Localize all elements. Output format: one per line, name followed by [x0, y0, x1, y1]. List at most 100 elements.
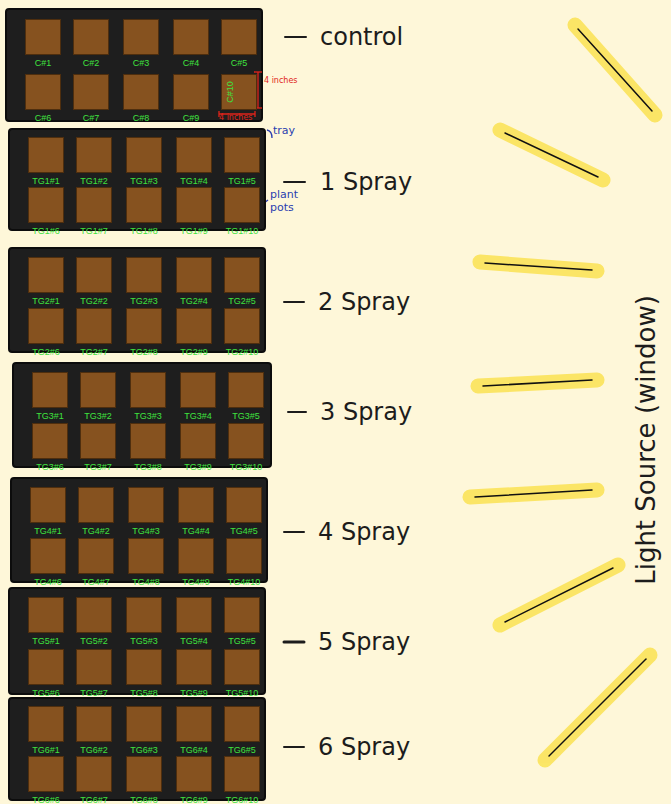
plant-pot: C#9 [173, 74, 209, 110]
pot-label: TG5#1 [32, 636, 60, 646]
plant-pot: TG2#1 [28, 257, 64, 293]
pot-label: TG6#3 [130, 745, 158, 755]
pot-label: TG2#2 [80, 296, 108, 306]
pot-label: C#3 [133, 58, 150, 68]
plant-pot: TG5#5 [224, 597, 260, 633]
plant-pot: TG6#3 [126, 706, 162, 742]
pot-label: TG2#7 [80, 347, 108, 357]
plant-pot: TG5#8 [126, 649, 162, 685]
plant-pot: TG4#4 [178, 487, 214, 523]
pot-label: TG6#10 [226, 795, 259, 804]
pot-label: TG6#8 [130, 795, 158, 804]
plant-pot: TG4#5 [226, 487, 262, 523]
pot-label: TG2#1 [32, 296, 60, 306]
plant-pot: TG5#1 [28, 597, 64, 633]
plant-pot: TG2#7 [76, 308, 112, 344]
pot-label: TG1#9 [180, 226, 208, 236]
dimension-line [257, 72, 258, 108]
plant-pot: TG1#9 [176, 187, 212, 223]
pot-label: TG2#10 [226, 347, 259, 357]
light-source-label: Light Source (window) [631, 295, 661, 585]
plant-pot: TG5#3 [126, 597, 162, 633]
plant-pot: TG3#6 [32, 423, 68, 459]
pot-label: TG1#1 [32, 176, 60, 186]
plant-pot: TG3#1 [32, 372, 68, 408]
plant-pot: TG6#10 [224, 756, 260, 792]
plant-pot: TG4#9 [178, 538, 214, 574]
pot-label: TG4#3 [132, 526, 160, 536]
pot-label: C#4 [183, 58, 200, 68]
pot-label: C#2 [83, 58, 100, 68]
plant-pot: TG1#2 [76, 137, 112, 173]
pot-label: TG4#4 [182, 526, 210, 536]
pot-label: TG3#6 [36, 462, 64, 472]
pot-label: TG2#8 [130, 347, 158, 357]
dimension-label: 4 inches [219, 113, 252, 122]
annotation-label: tray [273, 124, 295, 137]
plant-pot: TG2#3 [126, 257, 162, 293]
plant-pot: TG5#10 [224, 649, 260, 685]
plant-pot: TG4#8 [128, 538, 164, 574]
pot-label: TG6#9 [180, 795, 208, 804]
plant-pot: TG1#4 [176, 137, 212, 173]
pot-label: C#9 [183, 113, 200, 123]
plant-pot: TG3#3 [130, 372, 166, 408]
tray: 1 SprayTG1#1TG1#2TG1#3TG1#4TG1#5TG1#6TG1… [8, 128, 266, 231]
tray: 5 SprayTG5#1TG5#2TG5#3TG5#4TG5#5TG5#6TG5… [8, 587, 266, 695]
pot-label: TG4#2 [82, 526, 110, 536]
dimension-line [254, 111, 255, 117]
pot-label: C#5 [231, 58, 248, 68]
plant-pot: TG2#6 [28, 308, 64, 344]
ray-glow [470, 25, 655, 760]
plant-pot: TG5#4 [176, 597, 212, 633]
group-label: 4 Spray [318, 518, 410, 546]
pot-label: C#10 [225, 81, 235, 103]
pot-label: TG3#2 [84, 411, 112, 421]
pot-label: TG4#8 [132, 577, 160, 587]
plant-pot: TG6#8 [126, 756, 162, 792]
plant-pot: TG2#10 [224, 308, 260, 344]
plant-pot: TG4#7 [78, 538, 114, 574]
plant-pot: TG2#2 [76, 257, 112, 293]
plant-pot: TG5#6 [28, 649, 64, 685]
plant-pot: TG1#6 [28, 187, 64, 223]
plant-pot: TG6#6 [28, 756, 64, 792]
pot-label: TG4#5 [230, 526, 258, 536]
pot-label: TG3#9 [184, 462, 212, 472]
plant-pot: TG3#7 [80, 423, 116, 459]
pot-label: TG6#2 [80, 745, 108, 755]
group-label: 2 Spray [318, 288, 410, 316]
plant-pot: TG3#8 [130, 423, 166, 459]
pot-label: TG6#4 [180, 745, 208, 755]
plant-pot: TG2#9 [176, 308, 212, 344]
pot-label: TG5#5 [228, 636, 256, 646]
pot-label: TG2#4 [180, 296, 208, 306]
plant-pot: TG5#7 [76, 649, 112, 685]
pot-label: TG6#5 [228, 745, 256, 755]
plant-pot: TG6#2 [76, 706, 112, 742]
group-label: 3 Spray [320, 398, 412, 426]
pot-label: TG3#5 [232, 411, 260, 421]
plant-pot: TG2#8 [126, 308, 162, 344]
tray: 3 SprayTG3#1TG3#2TG3#3TG3#4TG3#5TG3#6TG3… [12, 362, 272, 468]
plant-pot: TG4#3 [128, 487, 164, 523]
plant-pot: TG1#10 [224, 187, 260, 223]
pot-label: TG1#3 [130, 176, 158, 186]
pot-label: TG1#4 [180, 176, 208, 186]
tray: controlC#1C#2C#3C#4C#5C#6C#7C#8C#9C#10 [5, 8, 263, 122]
plant-pot: TG4#6 [30, 538, 66, 574]
plant-pot: TG3#10 [228, 423, 264, 459]
plant-pot: TG1#7 [76, 187, 112, 223]
plant-pot: C#3 [123, 19, 159, 55]
plant-pot: TG1#8 [126, 187, 162, 223]
plant-pot: TG4#2 [78, 487, 114, 523]
pot-label: C#8 [133, 113, 150, 123]
pot-label: TG2#6 [32, 347, 60, 357]
pot-label: C#1 [35, 58, 52, 68]
pot-label: TG1#10 [226, 226, 259, 236]
pot-label: TG2#3 [130, 296, 158, 306]
pot-label: TG6#7 [80, 795, 108, 804]
pot-label: TG2#5 [228, 296, 256, 306]
plant-pot: TG2#5 [224, 257, 260, 293]
